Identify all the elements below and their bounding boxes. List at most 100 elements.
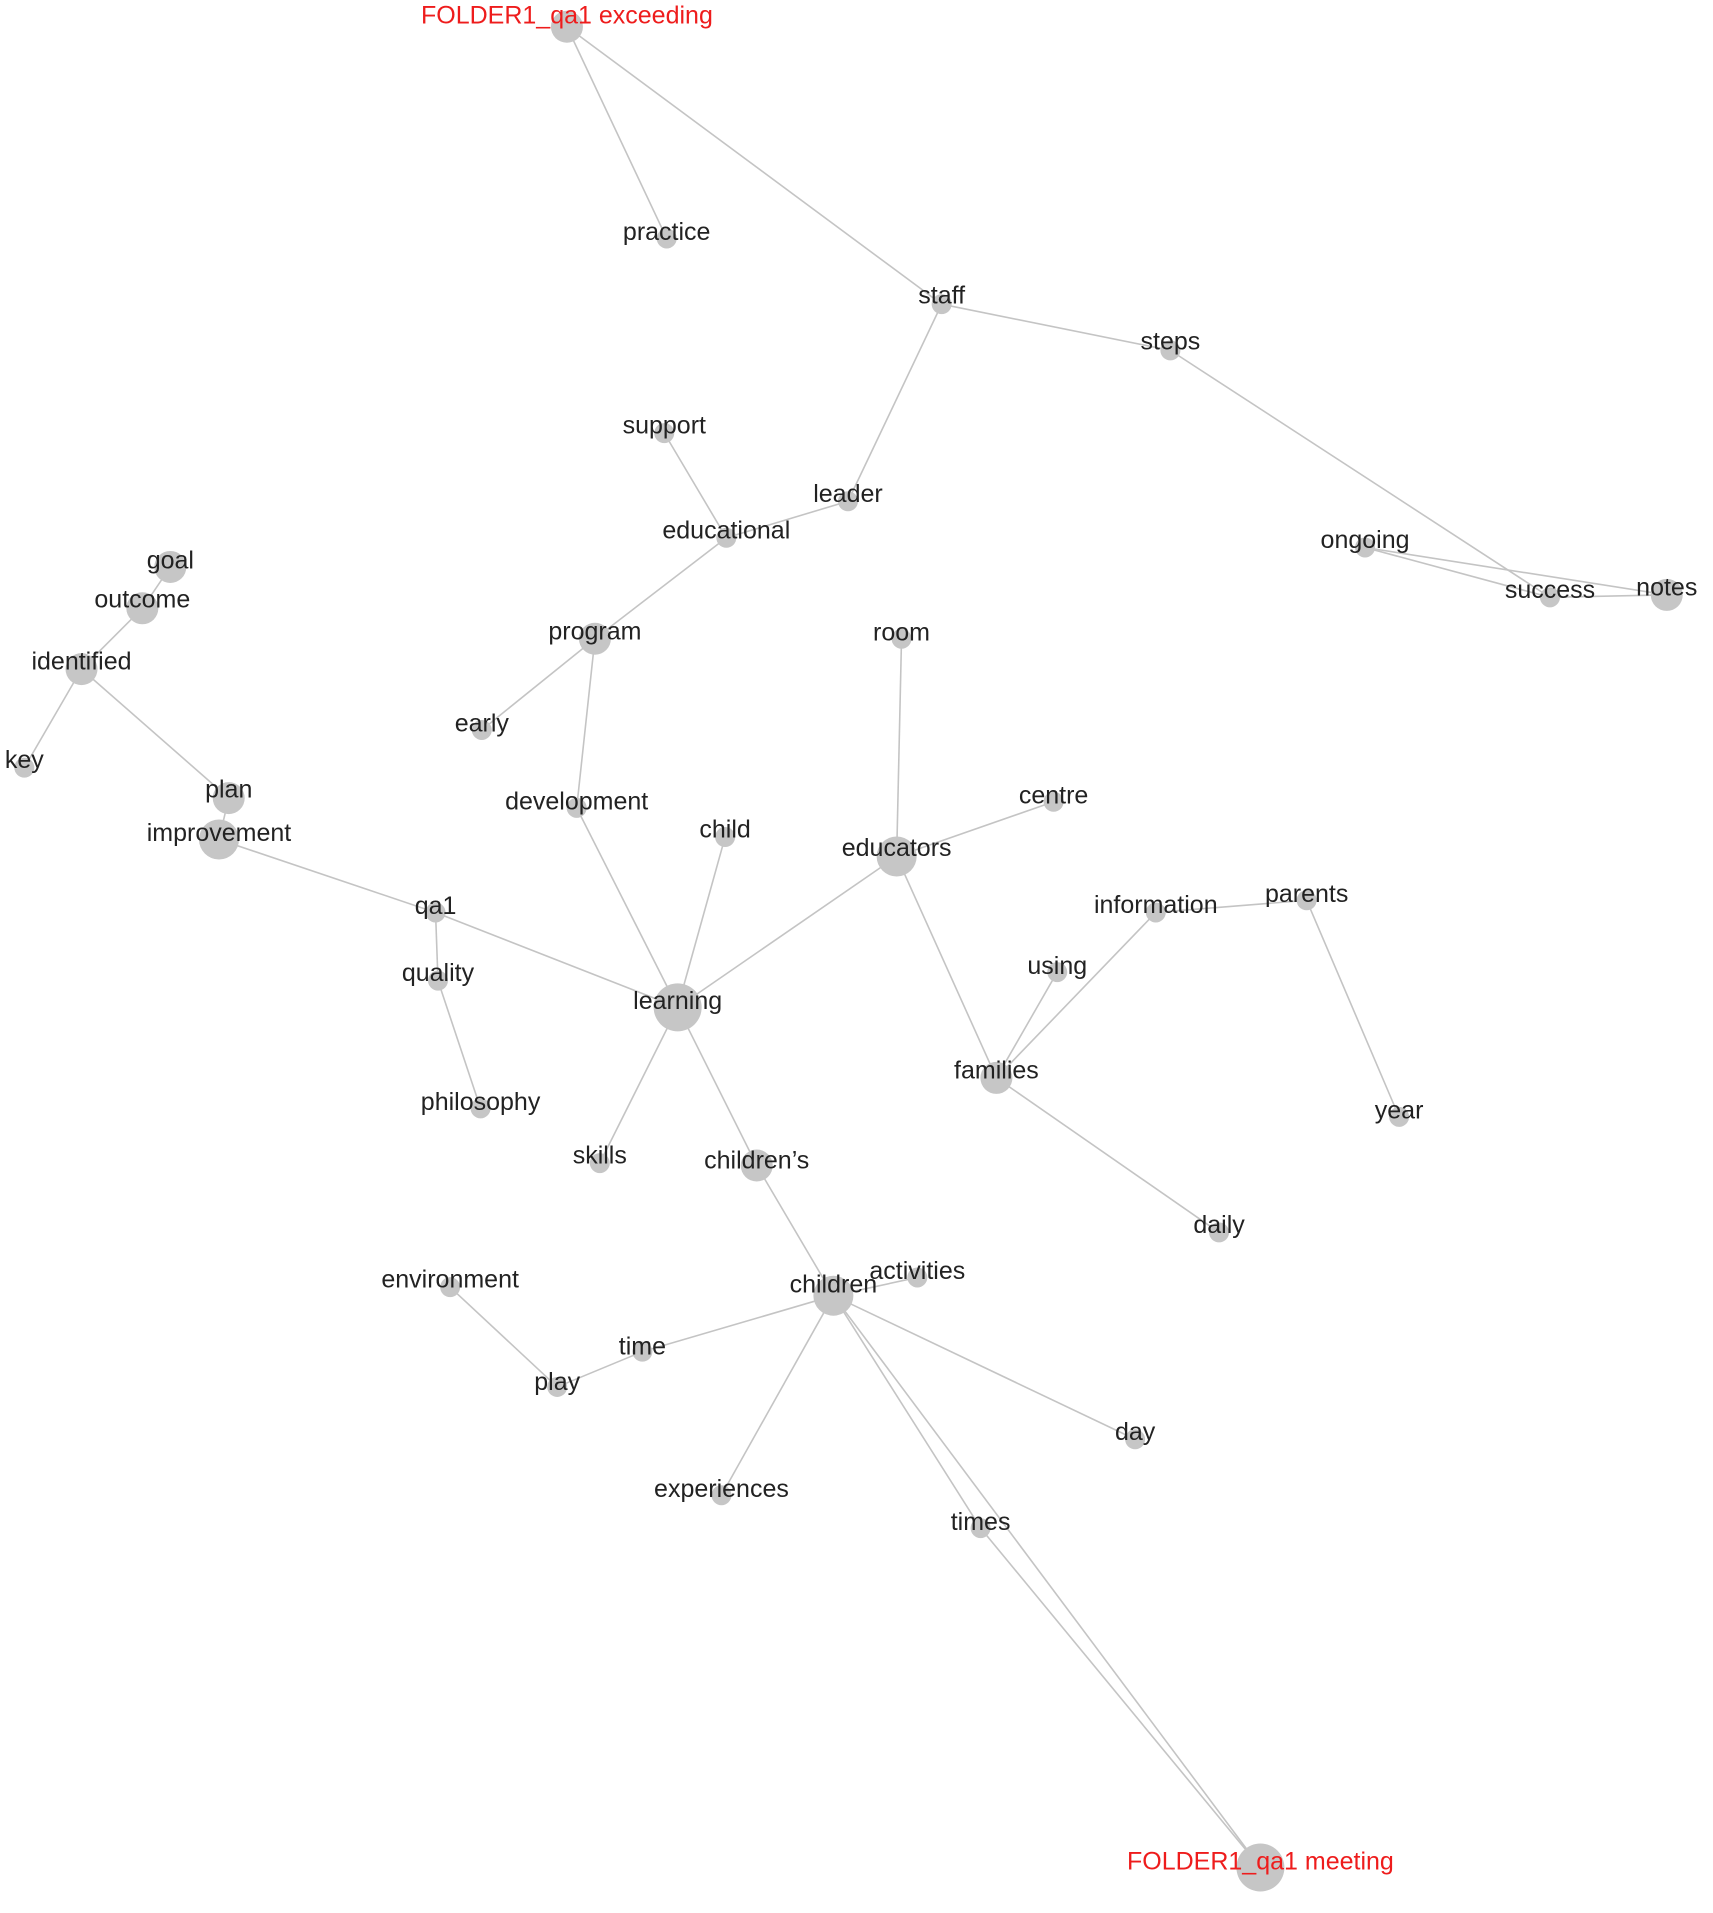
edge-children-folder1_qa1_meeting [832,1295,1262,1868]
node-parents [1296,890,1317,911]
edge-success-notes [1549,594,1667,599]
edge-quality-philosophy [437,980,482,1109]
edge-information-parents [1155,899,1307,914]
node-label-play: play [534,1368,580,1396]
node-philosophy [470,1098,491,1119]
node-label-childrens: children’s [704,1146,809,1174]
node-goal [154,550,187,583]
edge-families-information [995,911,1157,1079]
node-outcome [126,592,159,625]
node-label-steps: steps [1141,328,1201,356]
node-label-notes: notes [1636,573,1697,601]
node-label-child: child [699,816,750,844]
node-label-success: success [1505,576,1595,604]
node-early [471,719,492,740]
node-environment [440,1277,461,1298]
node-children [813,1275,854,1316]
node-label-development: development [505,788,648,816]
edge-steps-success [1169,349,1551,599]
node-label-staff: staff [918,281,965,309]
node-label-plan: plan [205,775,252,803]
edge-ongoing-notes [1364,546,1667,596]
node-folder1_qa1_meeting [1236,1843,1285,1892]
edge-educational-program [594,537,727,640]
node-learning [653,983,702,1032]
node-experiences [711,1485,732,1506]
node-label-information: information [1094,891,1218,919]
node-year [1389,1106,1410,1127]
node-practice [656,228,677,249]
node-notes [1650,578,1683,611]
edge-children-day [833,1294,1136,1440]
node-label-year: year [1375,1097,1424,1125]
node-label-early: early [455,710,510,738]
edge-staff-leader [847,303,943,502]
node-qa1 [425,902,446,923]
node-label-goal: goal [147,547,194,575]
edge-parents-year [1305,899,1400,1118]
node-label-times: times [951,1508,1011,1536]
node-development [566,797,587,818]
node-steps [1160,340,1181,361]
edge-childrens-children [756,1165,835,1297]
node-label-activities: activities [869,1257,965,1285]
node-play [547,1376,568,1397]
edge-leader-educational [726,500,849,539]
node-information [1145,902,1166,923]
edge-support-educational [663,432,728,539]
edge-educators-centre [896,800,1054,858]
node-label-quality: quality [402,959,475,987]
node-key [14,757,35,778]
node-times [970,1518,991,1539]
node-room [891,628,912,649]
node-label-environment: environment [381,1266,519,1294]
edge-times-folder1_qa1_meeting [979,1527,1262,1869]
node-label-identified: identified [31,648,131,676]
node-label-room: room [873,618,930,646]
node-daily [1209,1222,1230,1243]
node-label-children: children [790,1271,878,1299]
edge-qa1-learning [435,911,678,1009]
node-childrens [740,1149,773,1182]
node-label-centre: centre [1019,781,1088,809]
node-educators [876,836,917,877]
node-day [1125,1429,1146,1450]
edge-folder1_qa1_exceeding-practice [566,26,668,239]
node-label-philosophy: philosophy [421,1088,541,1116]
node-folder1_qa1_exceeding [550,10,583,43]
node-label-leader: leader [813,480,883,508]
edge-identified-key [23,668,83,769]
edges-layer [23,26,1667,1869]
node-label-educators: educators [842,834,952,862]
edge-folder1_qa1_exceeding-staff [566,26,943,305]
node-label-educational: educational [662,516,790,544]
node-label-using: using [1027,952,1087,980]
node-label-ongoing: ongoing [1321,526,1410,554]
node-label-key: key [5,746,44,774]
node-label-qa1: qa1 [415,892,457,920]
node-skills [589,1153,610,1174]
node-label-outcome: outcome [94,586,190,614]
node-success [1539,587,1560,608]
node-label-folder1_qa1_meeting: FOLDER1_qa1 meeting [1127,1847,1394,1875]
nodes-layer [14,10,1683,1892]
node-educational [716,527,737,548]
edge-learning-skills [599,1007,679,1164]
node-families [980,1061,1013,1094]
edge-environment-play [449,1286,558,1388]
node-centre [1043,791,1064,812]
node-child [715,827,736,848]
edge-qa1-quality [434,912,439,981]
node-label-daily: daily [1193,1211,1245,1239]
node-label-learning: learning [633,987,722,1015]
edge-development-learning [575,807,679,1008]
node-label-time: time [619,1333,666,1361]
edge-staff-steps [941,303,1171,352]
edge-families-daily [995,1077,1220,1234]
node-label-improvement: improvement [147,819,292,847]
node-ongoing [1355,537,1376,558]
node-support [654,423,675,444]
edge-child-learning [676,836,726,1008]
